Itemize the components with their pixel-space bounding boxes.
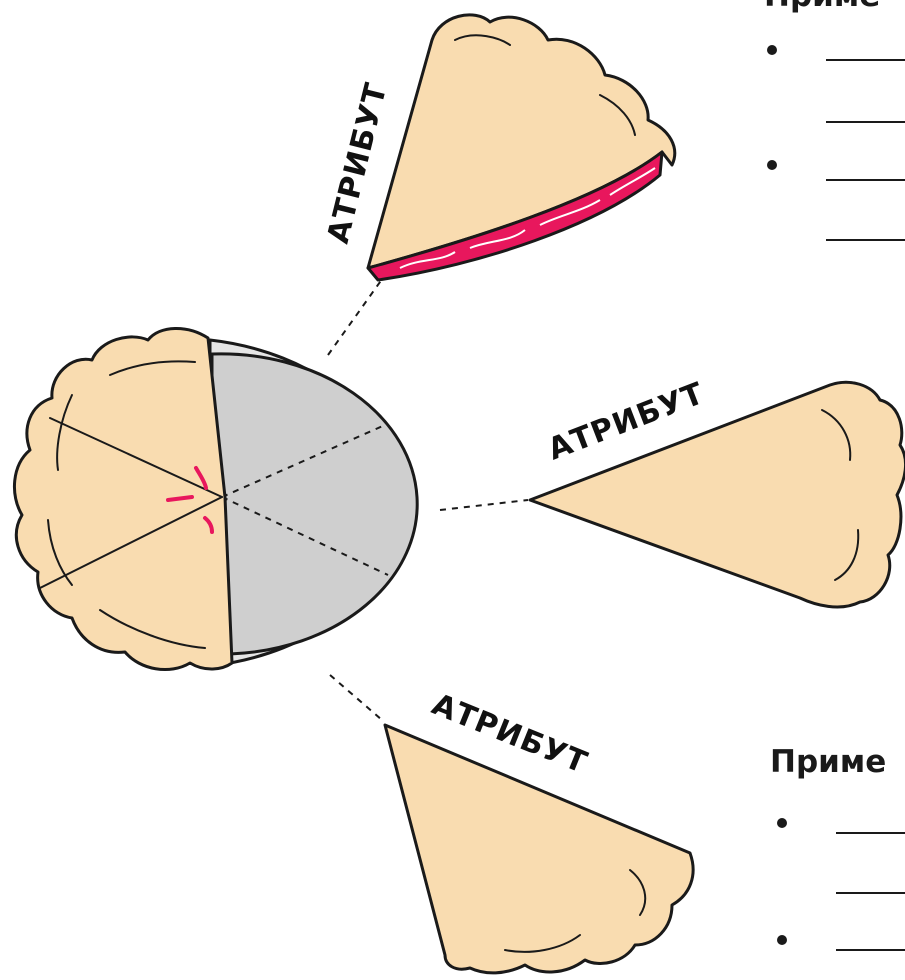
examples-bottom: Приме [770, 744, 905, 950]
pie-half-crust [14, 328, 232, 669]
examples-top: Приме [764, 0, 905, 240]
bullet-1 [767, 45, 777, 55]
pie-slice-top [368, 15, 675, 280]
connector-middle [440, 500, 528, 510]
connector-top [328, 275, 385, 355]
slice-middle-crust [530, 382, 905, 607]
connector-bottom [330, 675, 382, 720]
whole-pie [14, 328, 417, 669]
pie-pan-empty [212, 354, 417, 654]
examples-top-heading: Приме [764, 0, 880, 14]
pie-slice-middle [530, 382, 905, 607]
bullet-4 [777, 935, 787, 945]
bullet-3 [777, 818, 787, 828]
examples-bottom-heading: Приме [770, 744, 886, 780]
bullet-2 [767, 160, 777, 170]
